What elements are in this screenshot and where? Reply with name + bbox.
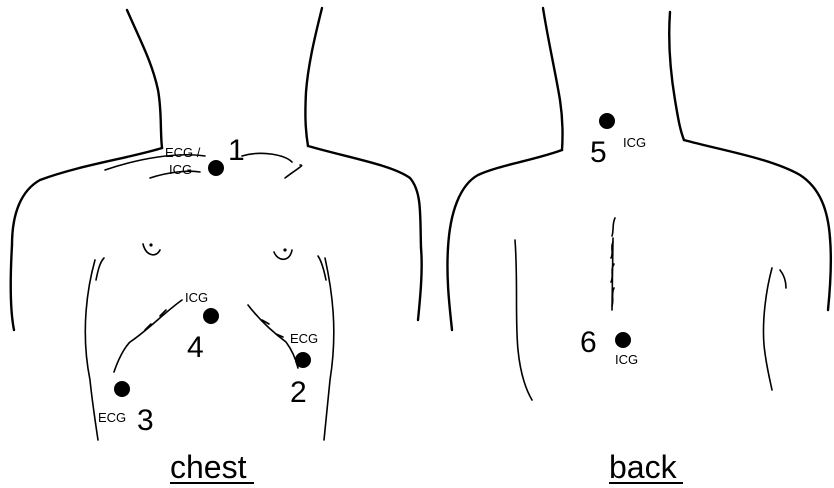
electrode-6-number: 6 <box>580 326 597 359</box>
back-neck-right <box>669 12 684 140</box>
back-caption: back <box>609 449 678 485</box>
electrode-1 <box>208 160 224 176</box>
back-shoulder-left <box>448 150 562 248</box>
back-torso-right-inner <box>780 270 786 288</box>
back-arm-left <box>447 248 452 330</box>
chest-arm-right <box>418 248 422 320</box>
chest-torso-left-inner <box>96 258 104 280</box>
chest-neck-right <box>305 8 322 146</box>
back-spine-line <box>612 238 613 310</box>
electrode-3-label: ECG <box>98 410 126 425</box>
chest-shoulder-left <box>12 148 162 245</box>
electrode-5 <box>599 113 615 129</box>
chest-shoulder-right <box>308 146 421 248</box>
chest-nipple-right <box>274 250 292 259</box>
electrode-2 <box>295 352 311 368</box>
chest-caption: chest <box>170 449 247 485</box>
electrode-3-number: 3 <box>137 404 154 437</box>
electrode-5-label: ICG <box>623 135 646 150</box>
back-shoulder-right <box>684 140 830 238</box>
back-arm-right <box>828 238 831 310</box>
electrode-6-label: ICG <box>615 352 638 367</box>
electrode-2-label: ECG <box>290 331 318 346</box>
electrode-1-label-line1: ECG / <box>165 145 201 160</box>
back-torso-right <box>763 268 772 390</box>
electrode-5-number: 5 <box>590 136 607 169</box>
electrode-4-number: 4 <box>187 331 204 364</box>
chest-neck-left <box>127 10 162 148</box>
electrode-3 <box>114 381 130 397</box>
electrode-2-number: 2 <box>290 376 307 409</box>
back-figure: 5 ICG 6 ICG back <box>447 8 830 485</box>
electrode-1-label-line2: ICG <box>169 162 192 177</box>
electrode-4 <box>203 308 219 324</box>
electrode-4-label: ICG <box>185 290 208 305</box>
chest-clavicle-right-lower <box>285 165 302 178</box>
chest-torso-right <box>324 258 334 440</box>
chest-clavicle-right <box>242 153 292 162</box>
chest-arm-left <box>11 245 14 330</box>
chest-rib-left <box>114 300 182 372</box>
electrode-1-number: 1 <box>228 134 245 167</box>
electrode-6 <box>615 332 631 348</box>
back-neck-left <box>543 8 563 150</box>
chest-figure: 1 ECG / ICG ICG 4 ECG 2 ECG 3 chest <box>11 8 422 485</box>
back-torso-left <box>515 240 532 400</box>
chest-torso-left <box>85 260 98 440</box>
